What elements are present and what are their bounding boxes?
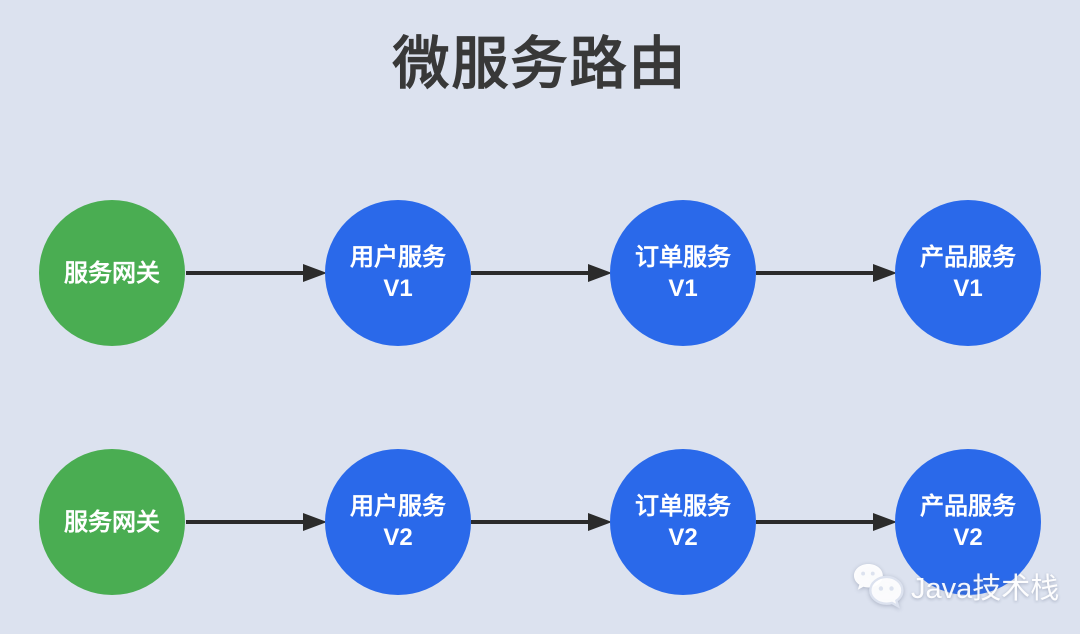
- node-sublabel: V1: [953, 275, 983, 302]
- gateway-node-v2-route: 服务网关: [39, 449, 185, 595]
- arrow-head-icon: [588, 513, 612, 531]
- node-label: 用户服务: [350, 493, 446, 520]
- node-label: 订单服务: [635, 244, 731, 271]
- arrow-gateway-to-user-v1: [186, 264, 327, 282]
- arrow-shaft: [756, 271, 873, 275]
- arrow-user-to-order-v1: [471, 264, 612, 282]
- product-service-v1-node: 产品服务 V1: [895, 200, 1041, 346]
- product-service-v2-node: 产品服务 V2: [895, 449, 1041, 595]
- arrow-shaft: [471, 271, 588, 275]
- arrow-gateway-to-user-v2: [186, 513, 327, 531]
- arrow-order-to-product-v1: [756, 264, 897, 282]
- page-title: 微服务路由: [392, 32, 688, 96]
- arrow-shaft: [471, 520, 588, 524]
- arrow-head-icon: [303, 513, 327, 531]
- watermark: Java技术栈: [852, 563, 1059, 615]
- order-service-v1-node: 订单服务 V1: [610, 200, 756, 346]
- order-service-v2-node: 订单服务 V2: [610, 449, 756, 595]
- node-label: 订单服务: [635, 493, 731, 520]
- node-sublabel: V2: [668, 524, 698, 551]
- node-label: 用户服务: [350, 244, 446, 271]
- node-label: 产品服务: [920, 244, 1016, 271]
- node-label: 产品服务: [920, 493, 1016, 520]
- node-sublabel: V1: [668, 275, 698, 302]
- gateway-node-v1-route: 服务网关: [39, 200, 185, 346]
- arrow-head-icon: [588, 264, 612, 282]
- node-label: 服务网关: [64, 508, 160, 536]
- node-label: 服务网关: [64, 259, 160, 287]
- watermark-text: Java技术栈: [911, 573, 1060, 605]
- user-service-v2-node: 用户服务 V2: [325, 449, 471, 595]
- arrow-order-to-product-v2: [756, 513, 897, 531]
- arrow-user-to-order-v2: [471, 513, 612, 531]
- node-sublabel: V2: [953, 524, 983, 551]
- wechat-icon: [853, 563, 904, 609]
- arrow-shaft: [186, 271, 303, 275]
- node-sublabel: V2: [383, 524, 413, 551]
- arrow-head-icon: [873, 513, 897, 531]
- arrow-head-icon: [303, 264, 327, 282]
- arrow-shaft: [756, 520, 873, 524]
- arrow-head-icon: [873, 264, 897, 282]
- arrow-shaft: [186, 520, 303, 524]
- user-service-v1-node: 用户服务 V1: [325, 200, 471, 346]
- node-sublabel: V1: [383, 275, 413, 302]
